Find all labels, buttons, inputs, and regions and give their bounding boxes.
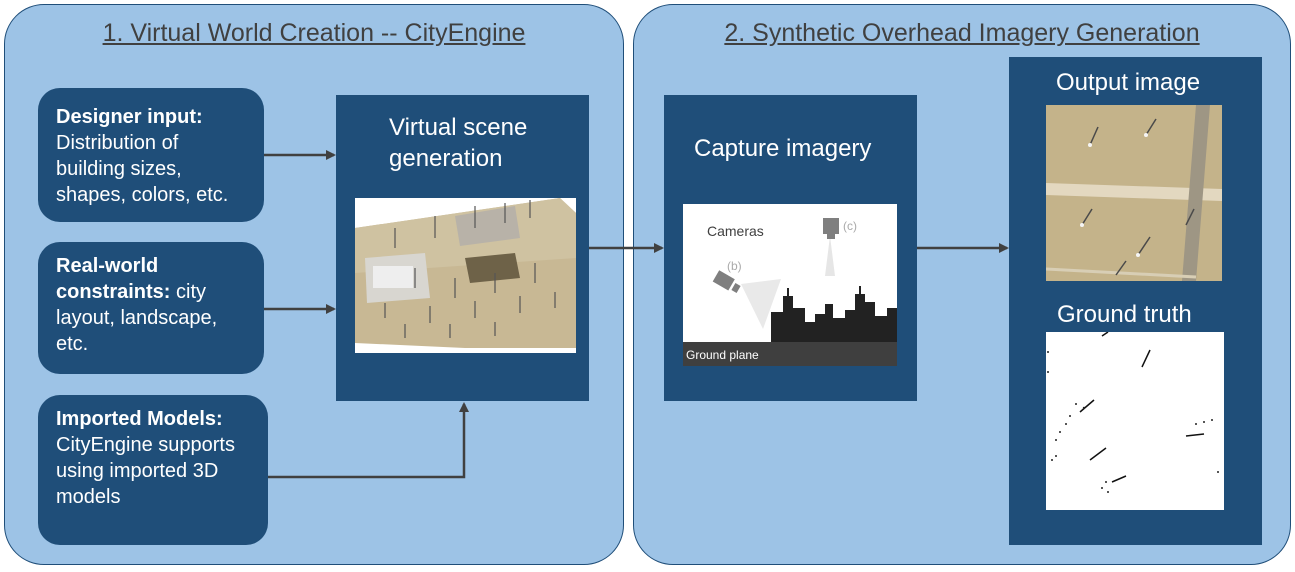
capture-imagery-title: Capture imagery xyxy=(694,135,872,162)
designer-input-text: Distribution of building sizes, shapes, … xyxy=(56,132,229,206)
imported-models-box: Imported Models: CityEngine supports usi… xyxy=(38,395,268,545)
imported-models-heading: Imported Models: xyxy=(56,408,223,430)
panel-title-virtual-world: 1. Virtual World Creation -- CityEngine xyxy=(102,19,526,47)
virtual-scene-image xyxy=(355,198,576,353)
camera-c-view-cone xyxy=(825,236,835,276)
arrow-models-to-scene xyxy=(268,402,469,479)
imported-models-text: CityEngine supports using imported 3D mo… xyxy=(56,434,235,508)
camera-c-label: (c) xyxy=(843,219,857,233)
camera-b-view-cone xyxy=(741,279,781,329)
ground-truth-image xyxy=(1046,332,1224,510)
road-horizontal xyxy=(1046,183,1222,201)
output-box: Output image Ground truth xyxy=(1009,57,1262,545)
capture-imagery-box: Capture imagery Cameras (c) (b) Ground p… xyxy=(664,95,917,401)
designer-input-box: Designer input: Distribution of building… xyxy=(38,88,264,222)
camera-b-label: (b) xyxy=(727,259,742,273)
real-world-constraints-text: city layout, landscape, etc. xyxy=(56,281,218,355)
road-vertical xyxy=(1182,105,1210,281)
camera-setup-diagram: Cameras (c) (b) Ground plane xyxy=(683,204,897,366)
camera-b-icon xyxy=(712,270,735,291)
ground-plane-label: Ground plane xyxy=(686,348,759,362)
output-image-title: Output image xyxy=(1056,69,1201,96)
ground-plane xyxy=(683,342,897,366)
real-world-constraints-box: Real-world constraints: city layout, lan… xyxy=(38,242,264,374)
designer-input-heading: Designer input: xyxy=(56,106,203,128)
real-world-constraints-heading: Real-world constraints: xyxy=(56,255,171,303)
city-skyline xyxy=(771,286,897,350)
virtual-scene-generation-box: Virtual scene generation xyxy=(336,95,589,401)
camera-c-icon xyxy=(823,218,839,234)
cameras-label: Cameras xyxy=(707,223,764,239)
output-image xyxy=(1046,105,1222,281)
ground-truth-title: Ground truth xyxy=(1057,301,1192,328)
virtual-scene-title: Virtual scene generation xyxy=(389,114,528,172)
panel-title-synthetic-imagery: 2. Synthetic Overhead Imagery Generation xyxy=(724,19,1200,47)
